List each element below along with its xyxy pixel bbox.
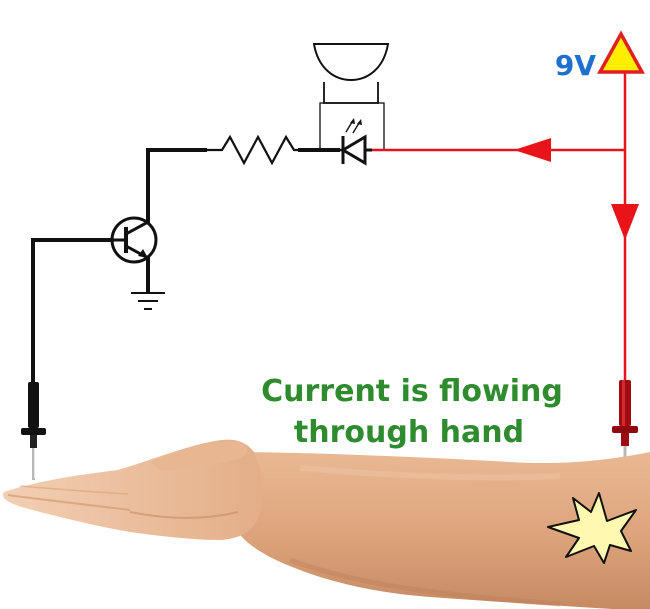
black-probe-icon: [21, 382, 46, 480]
current-arrow-left-icon: [514, 138, 551, 162]
live-wiring: [372, 72, 627, 380]
led-icon: [338, 118, 372, 166]
collector-wire: [146, 148, 207, 224]
base-wire: [31, 238, 114, 384]
red-probe-icon: [612, 380, 638, 468]
supply-voltage-label: 9V: [555, 49, 596, 82]
caption-line-2: through hand: [294, 415, 524, 450]
triangle-supply-icon: [597, 30, 645, 74]
signal-wiring: [31, 148, 340, 384]
spark-icon: [547, 492, 637, 564]
open-hand-icon: [2, 439, 650, 609]
resistor-icon: [205, 134, 300, 166]
current-arrow-down-icon: [611, 204, 639, 240]
npn-transistor-icon: [110, 216, 158, 264]
buzzer-icon: [312, 43, 390, 151]
caption-line-1: Current is flowing: [261, 374, 563, 409]
ground-icon: [131, 292, 165, 310]
